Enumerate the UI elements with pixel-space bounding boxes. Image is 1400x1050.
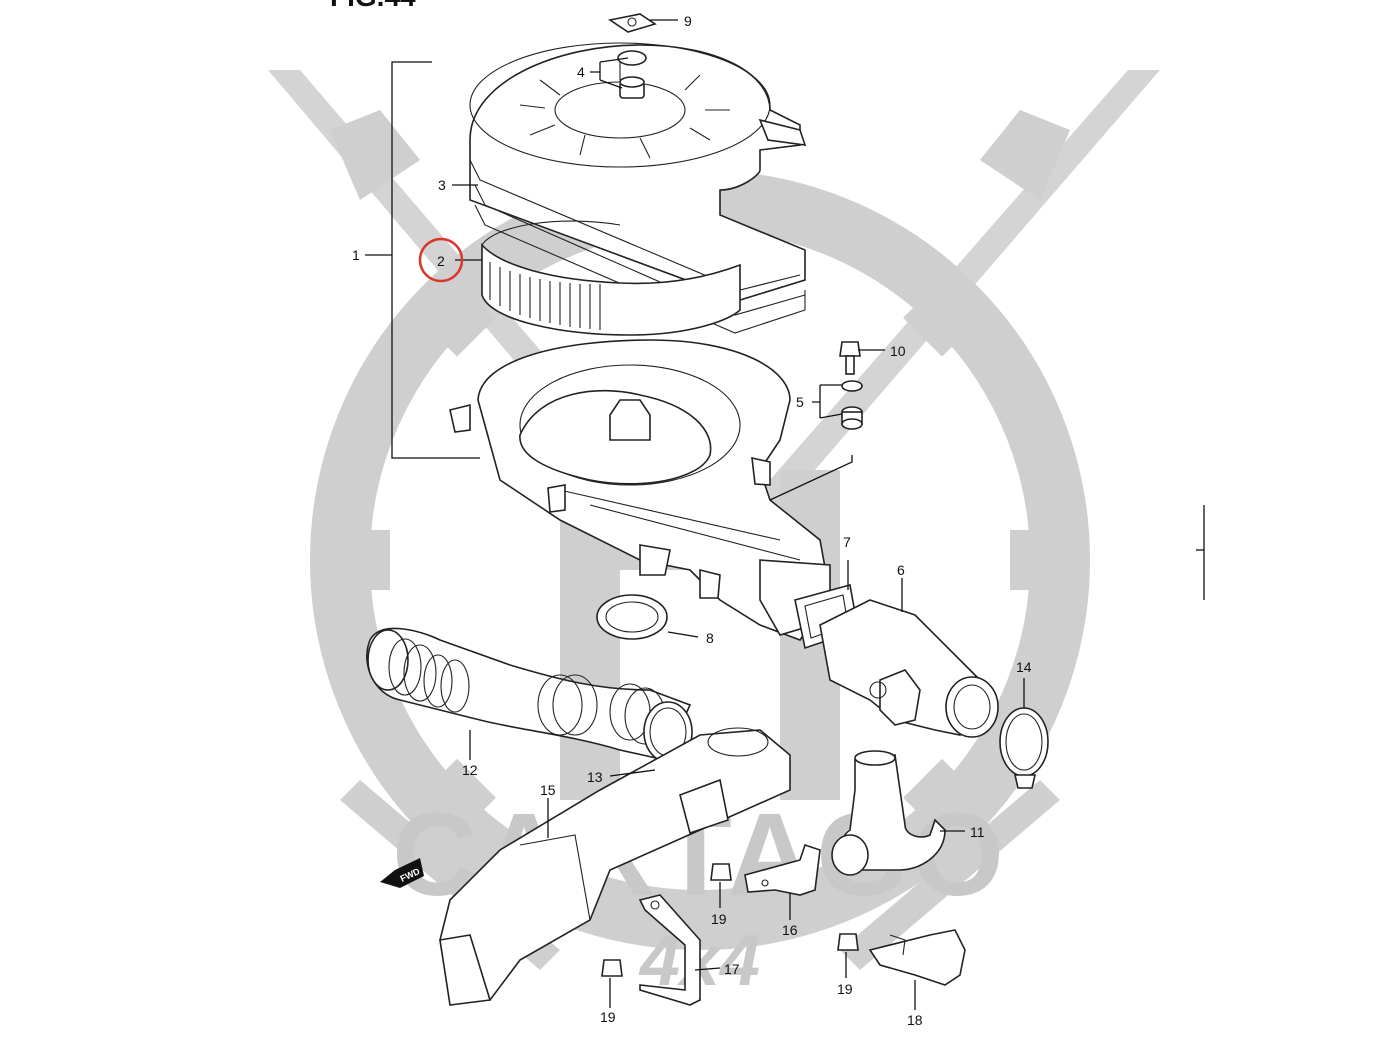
nut-19-c (837, 933, 859, 951)
elbow-hose (831, 750, 946, 876)
bolt-part (839, 341, 861, 375)
callout-19-b: 19 (600, 1009, 616, 1025)
callout-2: 2 (437, 253, 445, 269)
intake-hose (366, 627, 692, 761)
callout-12: 12 (462, 762, 478, 778)
seal-ring (596, 594, 668, 640)
callout-14: 14 (1016, 659, 1032, 675)
callout-1: 1 (352, 247, 360, 263)
callout-4: 4 (577, 64, 585, 80)
intake-housing (819, 599, 999, 738)
leader-lines (452, 19, 1025, 1010)
inlet-duct (439, 727, 791, 1006)
callout-18: 18 (907, 1012, 923, 1028)
grommet-part (841, 380, 863, 430)
bracket-18 (868, 929, 966, 986)
callout-3: 3 (438, 177, 446, 193)
lid-nut (617, 50, 647, 99)
callout-19-a: 19 (711, 911, 727, 927)
callout-19-c: 19 (837, 981, 853, 997)
callout-9: 9 (684, 13, 692, 29)
figure-title: FIG.44 (330, 0, 416, 12)
hose-clamp (999, 707, 1049, 789)
callout-15: 15 (540, 782, 556, 798)
callout-labels: 1 2 3 4 5 6 7 8 9 10 11 12 13 14 15 16 1… (352, 13, 1032, 1028)
callout-13: 13 (587, 769, 603, 785)
callout-17: 17 (724, 961, 740, 977)
callout-16: 16 (782, 922, 798, 938)
air-cleaner-lid (469, 42, 807, 334)
edge-mark (1196, 505, 1205, 600)
leader-5-case (769, 455, 853, 501)
bracket-16 (744, 843, 821, 896)
callout-5: 5 (796, 394, 804, 410)
air-filter-element (481, 220, 741, 336)
bracket-17 (638, 894, 701, 1006)
callout-7: 7 (843, 534, 851, 550)
nut-19-a (710, 863, 732, 881)
callout-11: 11 (970, 824, 985, 840)
highlight-circle (418, 237, 464, 283)
callout-8: 8 (706, 630, 714, 646)
assembly-bracket (365, 61, 480, 459)
nut-19-b (601, 959, 623, 977)
callout-10: 10 (890, 343, 906, 359)
callout-6: 6 (897, 562, 905, 578)
clip-part (607, 13, 657, 33)
fwd-arrow: FWD (380, 858, 424, 888)
